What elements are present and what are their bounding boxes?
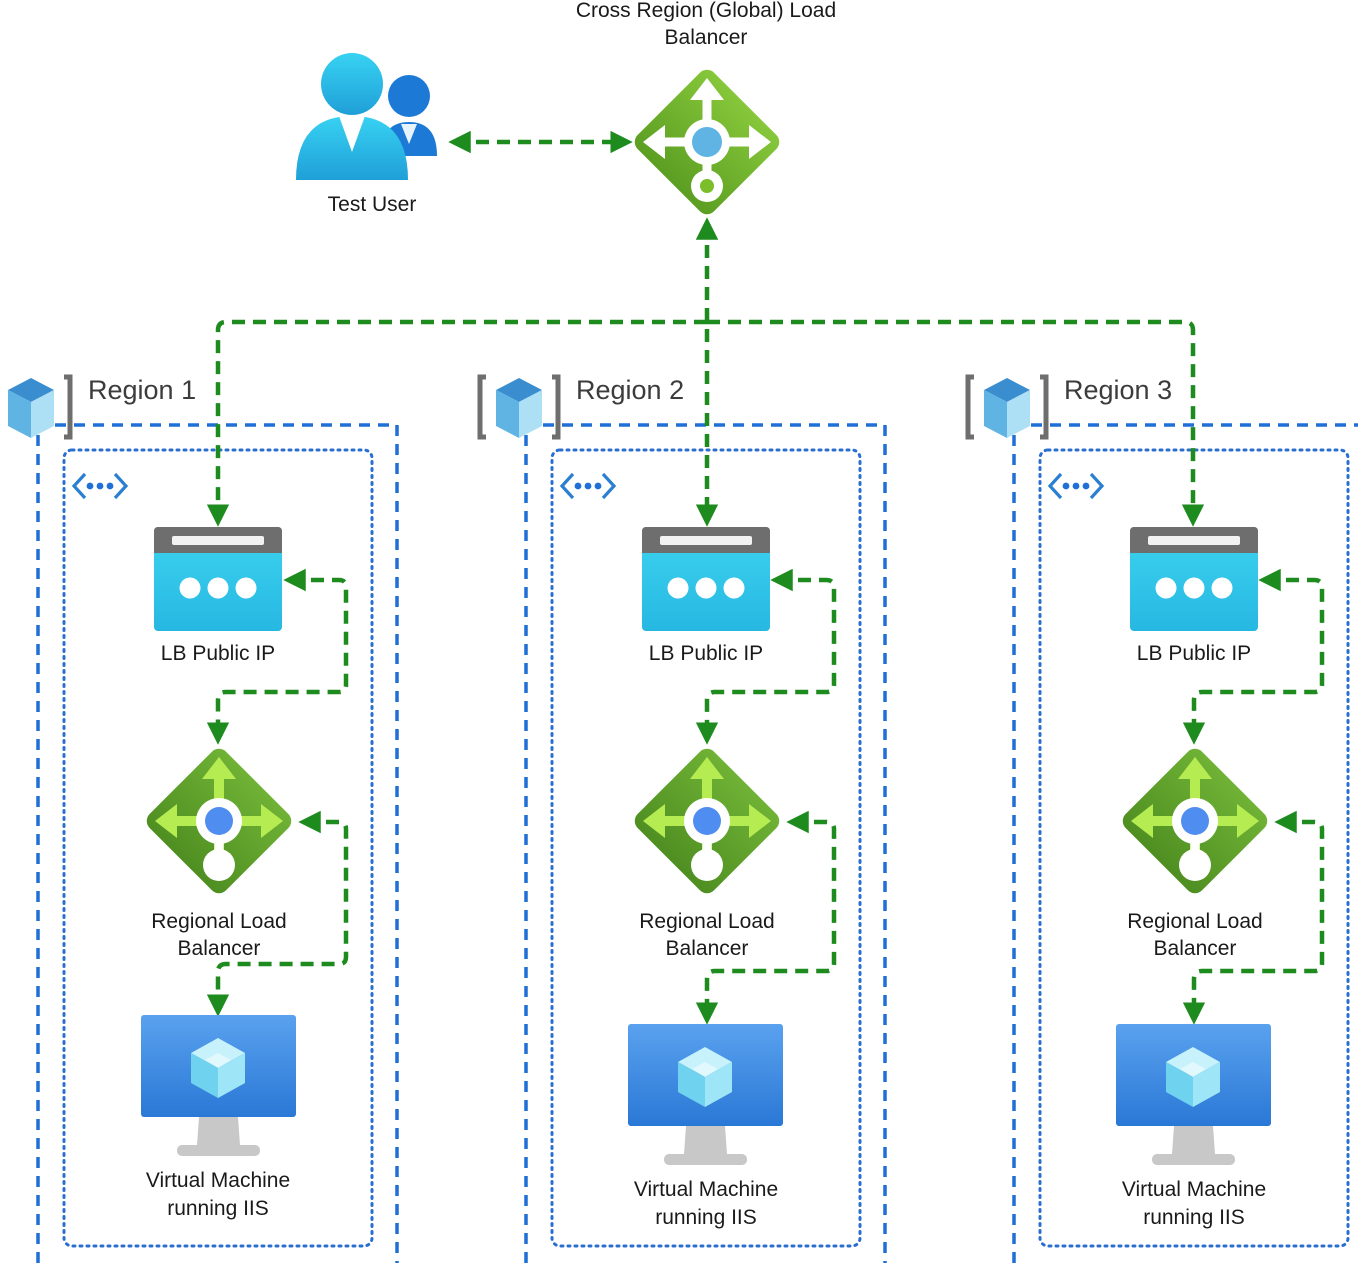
flow-ip-to-lb-2 — [695, 568, 837, 745]
vm-label-line1: Virtual Machine — [634, 1178, 778, 1201]
regional-lb-label-line2: Balancer — [1154, 937, 1237, 960]
users-icon[interactable] — [296, 53, 437, 180]
public-ip-label: LB Public IP — [649, 642, 763, 665]
load-balancer-icon[interactable] — [143, 745, 296, 898]
vm-label-line2: running IIS — [1143, 1206, 1245, 1229]
public-ip-label: LB Public IP — [1137, 642, 1251, 665]
global-lb-label-line2: Balancer — [665, 26, 748, 49]
flow-ip-to-lb-1 — [206, 568, 349, 745]
flow-ip-to-lb-3 — [1182, 568, 1325, 745]
virtual-machine-icon[interactable] — [1116, 1024, 1271, 1165]
public-ip-icon[interactable] — [1130, 527, 1258, 631]
region-2-label: Region 2 — [576, 375, 684, 405]
vm-label-line1: Virtual Machine — [146, 1169, 290, 1192]
global-lb-label-line1: Cross Region (Global) Load — [576, 0, 836, 22]
test-user-label: Test User — [328, 193, 417, 216]
regional-lb-label-line2: Balancer — [666, 937, 749, 960]
public-ip-label: LB Public IP — [161, 642, 275, 665]
region-cube-icon — [480, 377, 558, 438]
regional-lb-label-line2: Balancer — [178, 937, 261, 960]
public-ip-icon[interactable] — [154, 527, 282, 631]
flow-connectors — [206, 130, 1325, 1025]
regional-lb-label-line1: Regional Load — [639, 910, 774, 933]
vm-label-line2: running IIS — [167, 1197, 269, 1220]
virtual-network-icon — [1048, 472, 1104, 500]
region-3-label: Region 3 — [1064, 375, 1172, 405]
regional-lb-label-line1: Regional Load — [151, 910, 286, 933]
regional-lb-label-line1: Regional Load — [1127, 910, 1262, 933]
virtual-network-icon — [72, 472, 128, 500]
flow-global-lb-to-region-3 — [707, 319, 1205, 527]
virtual-machine-icon[interactable] — [628, 1024, 783, 1165]
region-cube-icon — [0, 377, 70, 438]
flow-lb-to-vm-1 — [206, 810, 349, 1017]
load-balancer-icon[interactable] — [631, 745, 784, 898]
virtual-network-icon — [560, 472, 616, 500]
vm-label-line2: running IIS — [655, 1206, 757, 1229]
global-load-balancer-icon[interactable] — [631, 66, 784, 219]
load-balancer-icon[interactable] — [1119, 745, 1272, 898]
region-1-label: Region 1 — [88, 375, 196, 405]
region-cube-icon — [968, 377, 1046, 438]
flow-global-lb-to-region-1 — [206, 319, 707, 527]
public-ip-icon[interactable] — [642, 527, 770, 631]
vm-label-line1: Virtual Machine — [1122, 1178, 1266, 1201]
virtual-machine-icon[interactable] — [141, 1015, 296, 1156]
